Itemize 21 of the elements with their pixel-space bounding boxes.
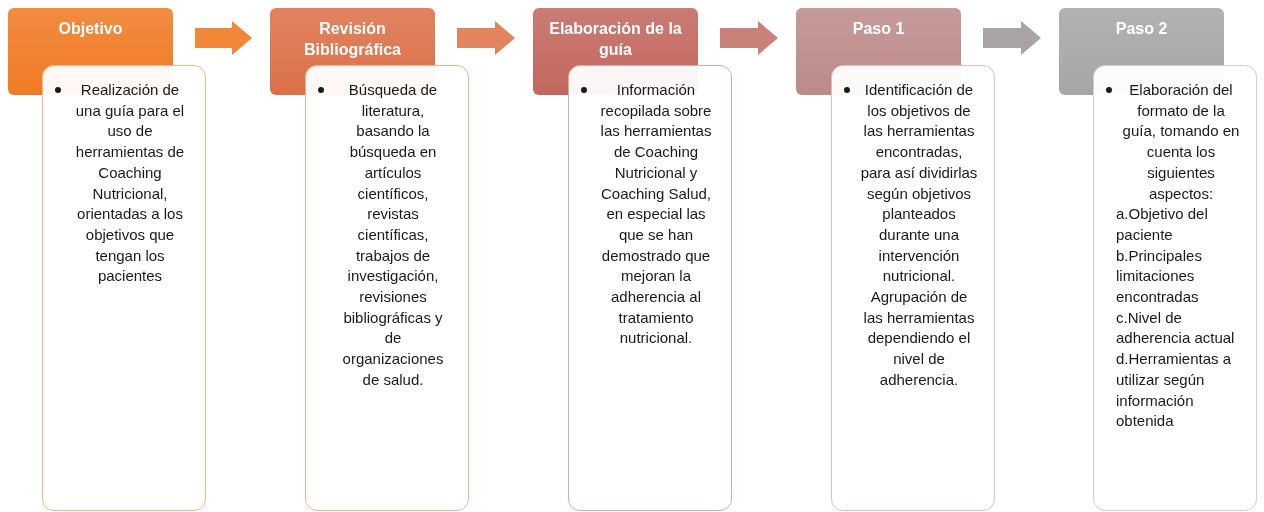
step-title: Elaboración de la guía	[548, 19, 683, 60]
block-arrow	[720, 21, 778, 55]
step-title: Paso 2	[1114, 19, 1169, 39]
bullet-text: Identificación de los objetivos de las herramientas encontradas, para así dividirlas según objetivos planteados durante una intervención nutricional.	[848, 80, 978, 288]
bullet-text: Información recopilada sobre las herramientas de Coaching Nutricional y Coaching Salud, en especial las que se han demostrado que mejoran la adherencia al tratamiento nutricional.	[585, 80, 715, 350]
step-title: Paso 1	[851, 19, 906, 39]
block-arrow	[983, 21, 1041, 55]
step-title: Revisión Bibliográfica	[303, 19, 402, 60]
list-item: d.Herramientas a utilizar según información obtenida	[1115, 349, 1233, 432]
bullet-text: Búsqueda de literatura, basando la búsqueda en artículos científicos, revistas científicas, trabajos de investigación, revisiones bibliográficas y de organizaciones de salud.	[322, 80, 452, 391]
block-arrow	[457, 21, 515, 55]
description-card	[831, 65, 995, 511]
description-card	[305, 65, 469, 511]
paragraph-text: Agrupación de las herramientas dependiendo el nivel de adherencia.	[862, 287, 976, 390]
block-arrow	[195, 21, 252, 55]
description-card	[42, 65, 206, 511]
description-card	[568, 65, 732, 511]
bullet-text: Elaboración del formato de la guía, tomando en cuenta los siguientes aspectos:	[1110, 80, 1240, 205]
description-card	[1093, 65, 1257, 511]
bullet-text: Realización de una guía para el uso de herramientas de Coaching Nutricional, orientadas a los objetivos que tengan los pacientes	[59, 80, 189, 288]
step-title: Objetivo	[57, 19, 124, 39]
